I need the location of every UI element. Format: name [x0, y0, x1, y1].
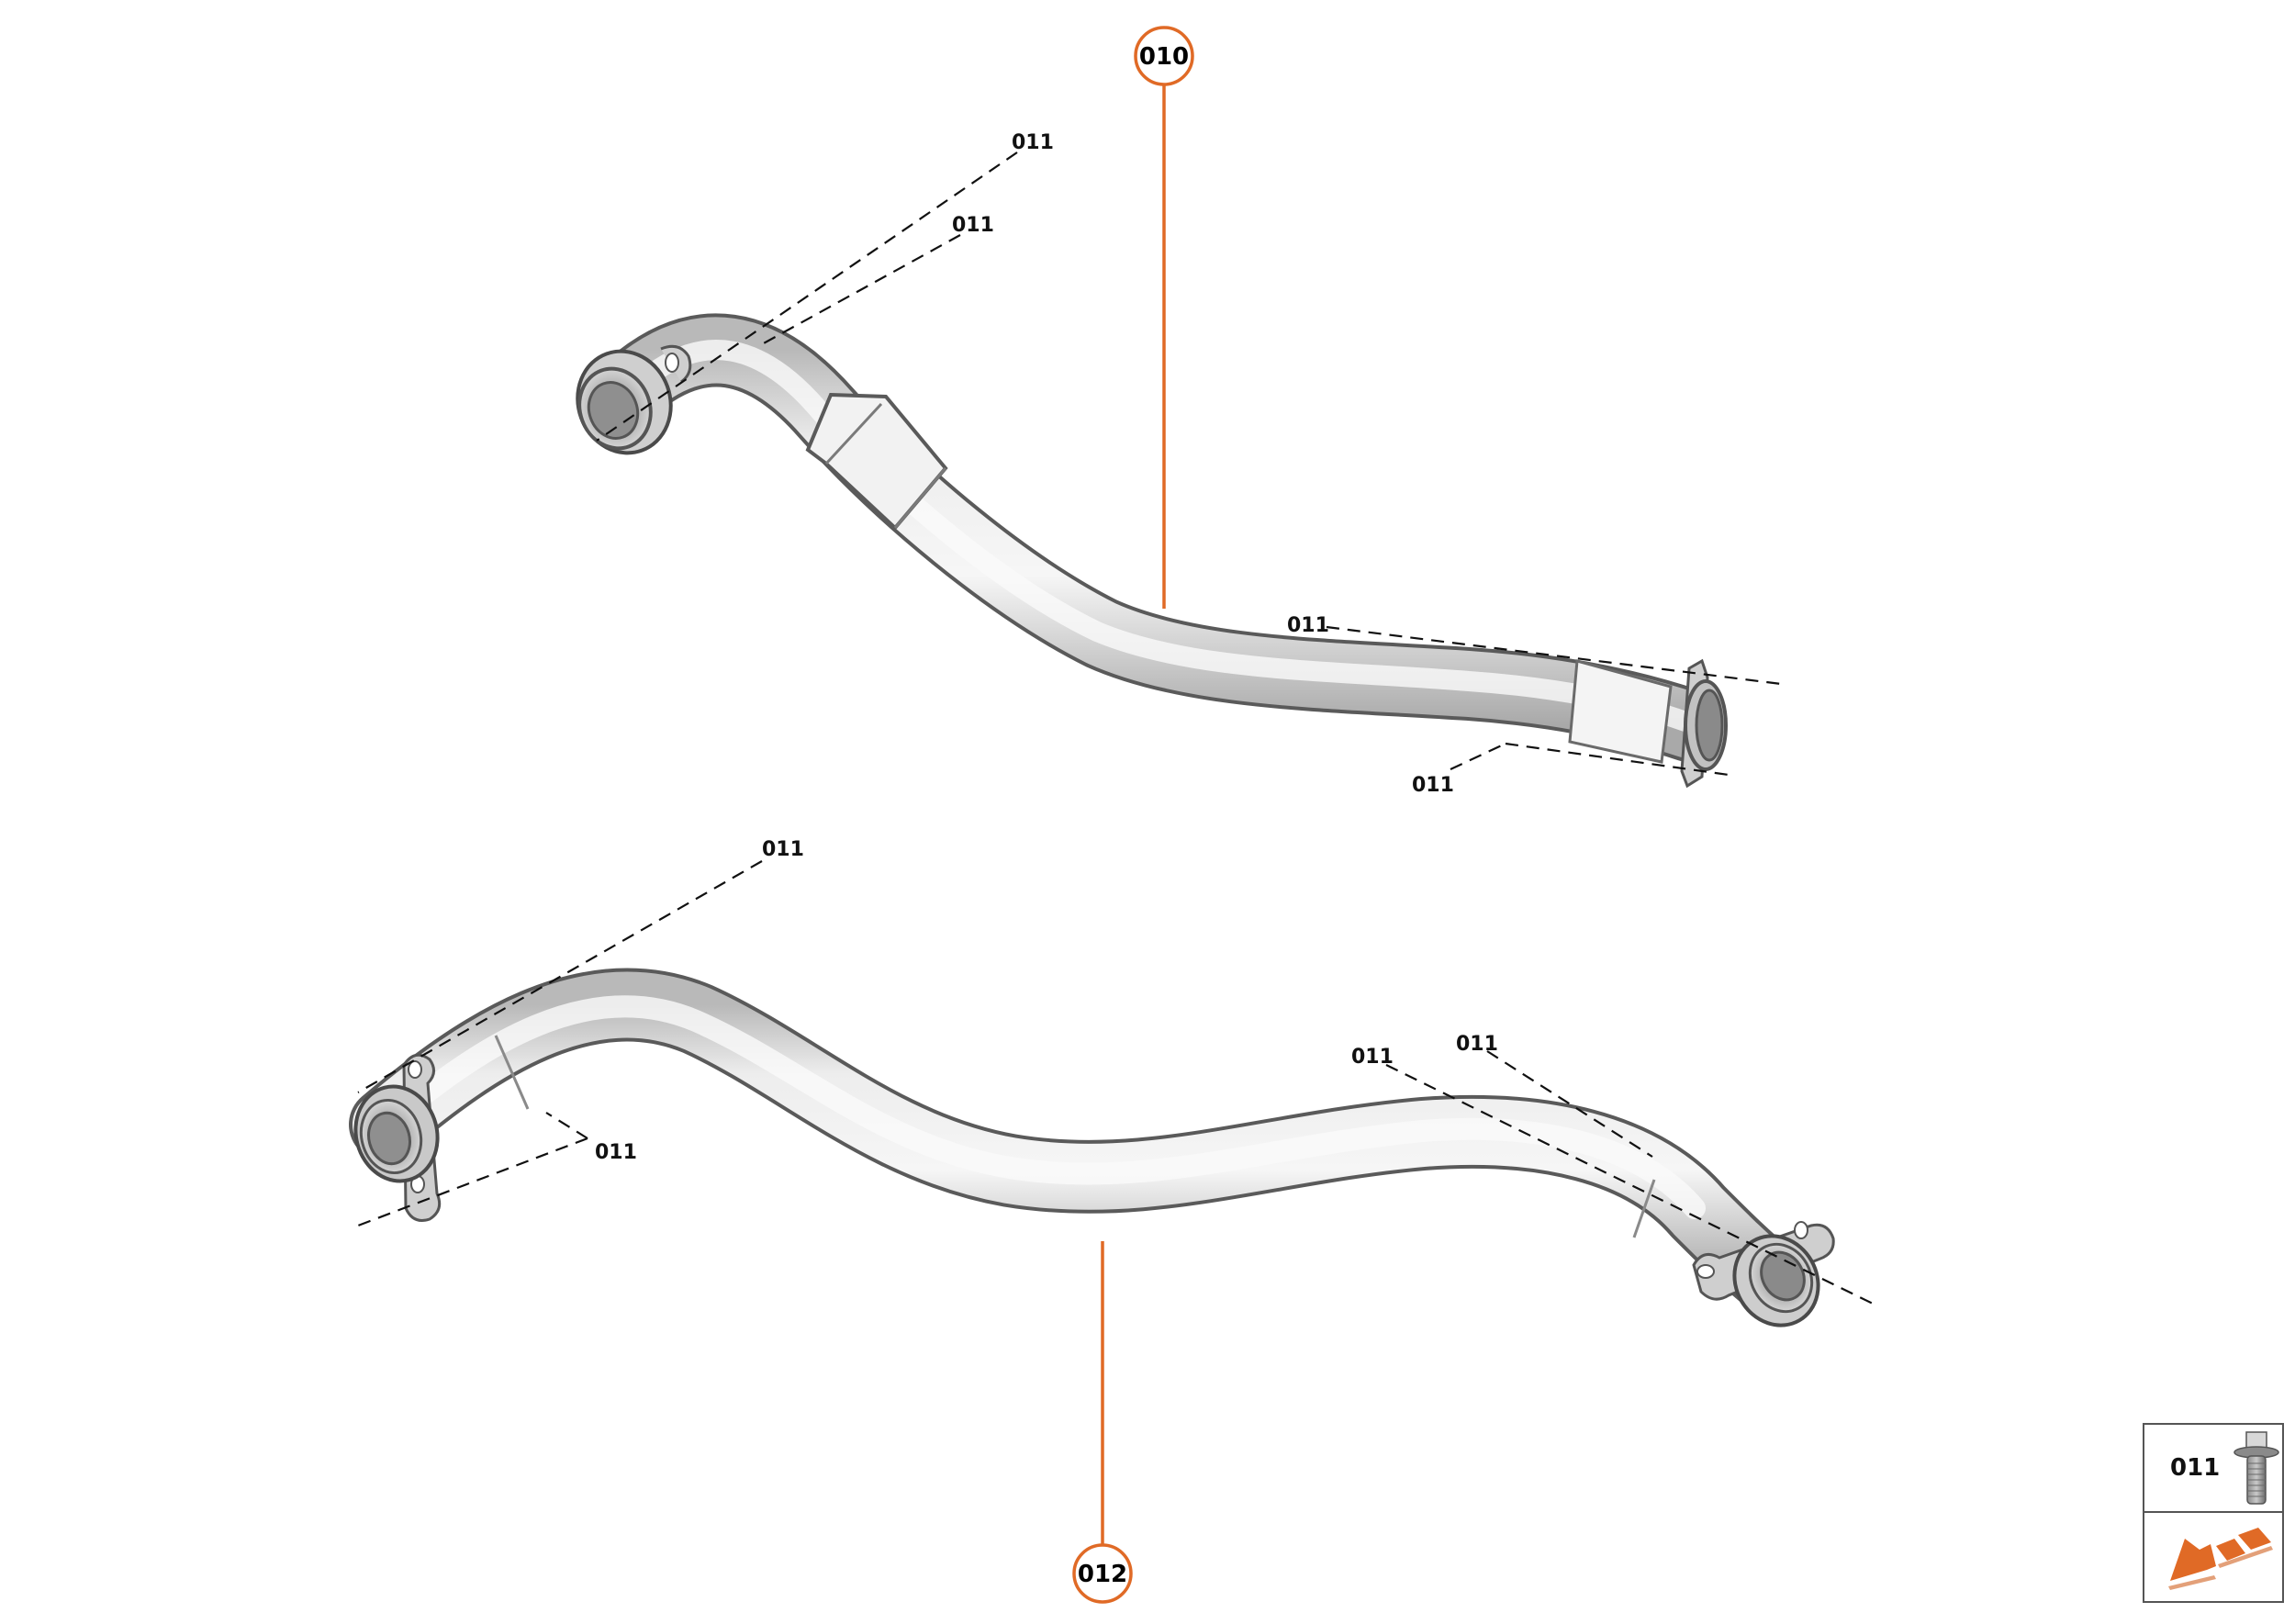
- pipe-010-right-end: [1680, 658, 1728, 789]
- part-label-011: 011: [762, 838, 804, 861]
- part-label-011: 011: [1012, 131, 1054, 154]
- part-label-011: 011: [952, 214, 994, 237]
- part-label-011: 011: [1456, 1033, 1498, 1056]
- legend-box: 011: [2143, 1423, 2284, 1603]
- pipe-010-left-end: [576, 344, 692, 455]
- svg-text:012: 012: [1078, 1561, 1127, 1588]
- callout-010[interactable]: 010: [1134, 26, 1194, 609]
- part-label-011: 011: [1287, 614, 1329, 637]
- legend-part-row: 011: [2144, 1425, 2282, 1513]
- pipe-010: [576, 313, 1728, 789]
- bolt-leaders: [357, 151, 1874, 1305]
- part-label-011: 011: [1351, 1046, 1394, 1069]
- legend-part-number: 011: [2170, 1454, 2221, 1482]
- legend-direction-row: [2144, 1513, 2282, 1601]
- front-direction-arrow-icon: [2168, 1528, 2273, 1590]
- pipe-sleeve: [805, 392, 948, 531]
- pipe-012-left-end: [353, 1053, 442, 1222]
- pipe-012: [349, 968, 1835, 1327]
- part-label-011: 011: [595, 1141, 637, 1164]
- svg-text:010: 010: [1139, 43, 1189, 71]
- part-label-011: 011: [1412, 774, 1454, 797]
- callout-012[interactable]: 012: [1072, 1241, 1133, 1604]
- bolt-icon: [2233, 1431, 2279, 1505]
